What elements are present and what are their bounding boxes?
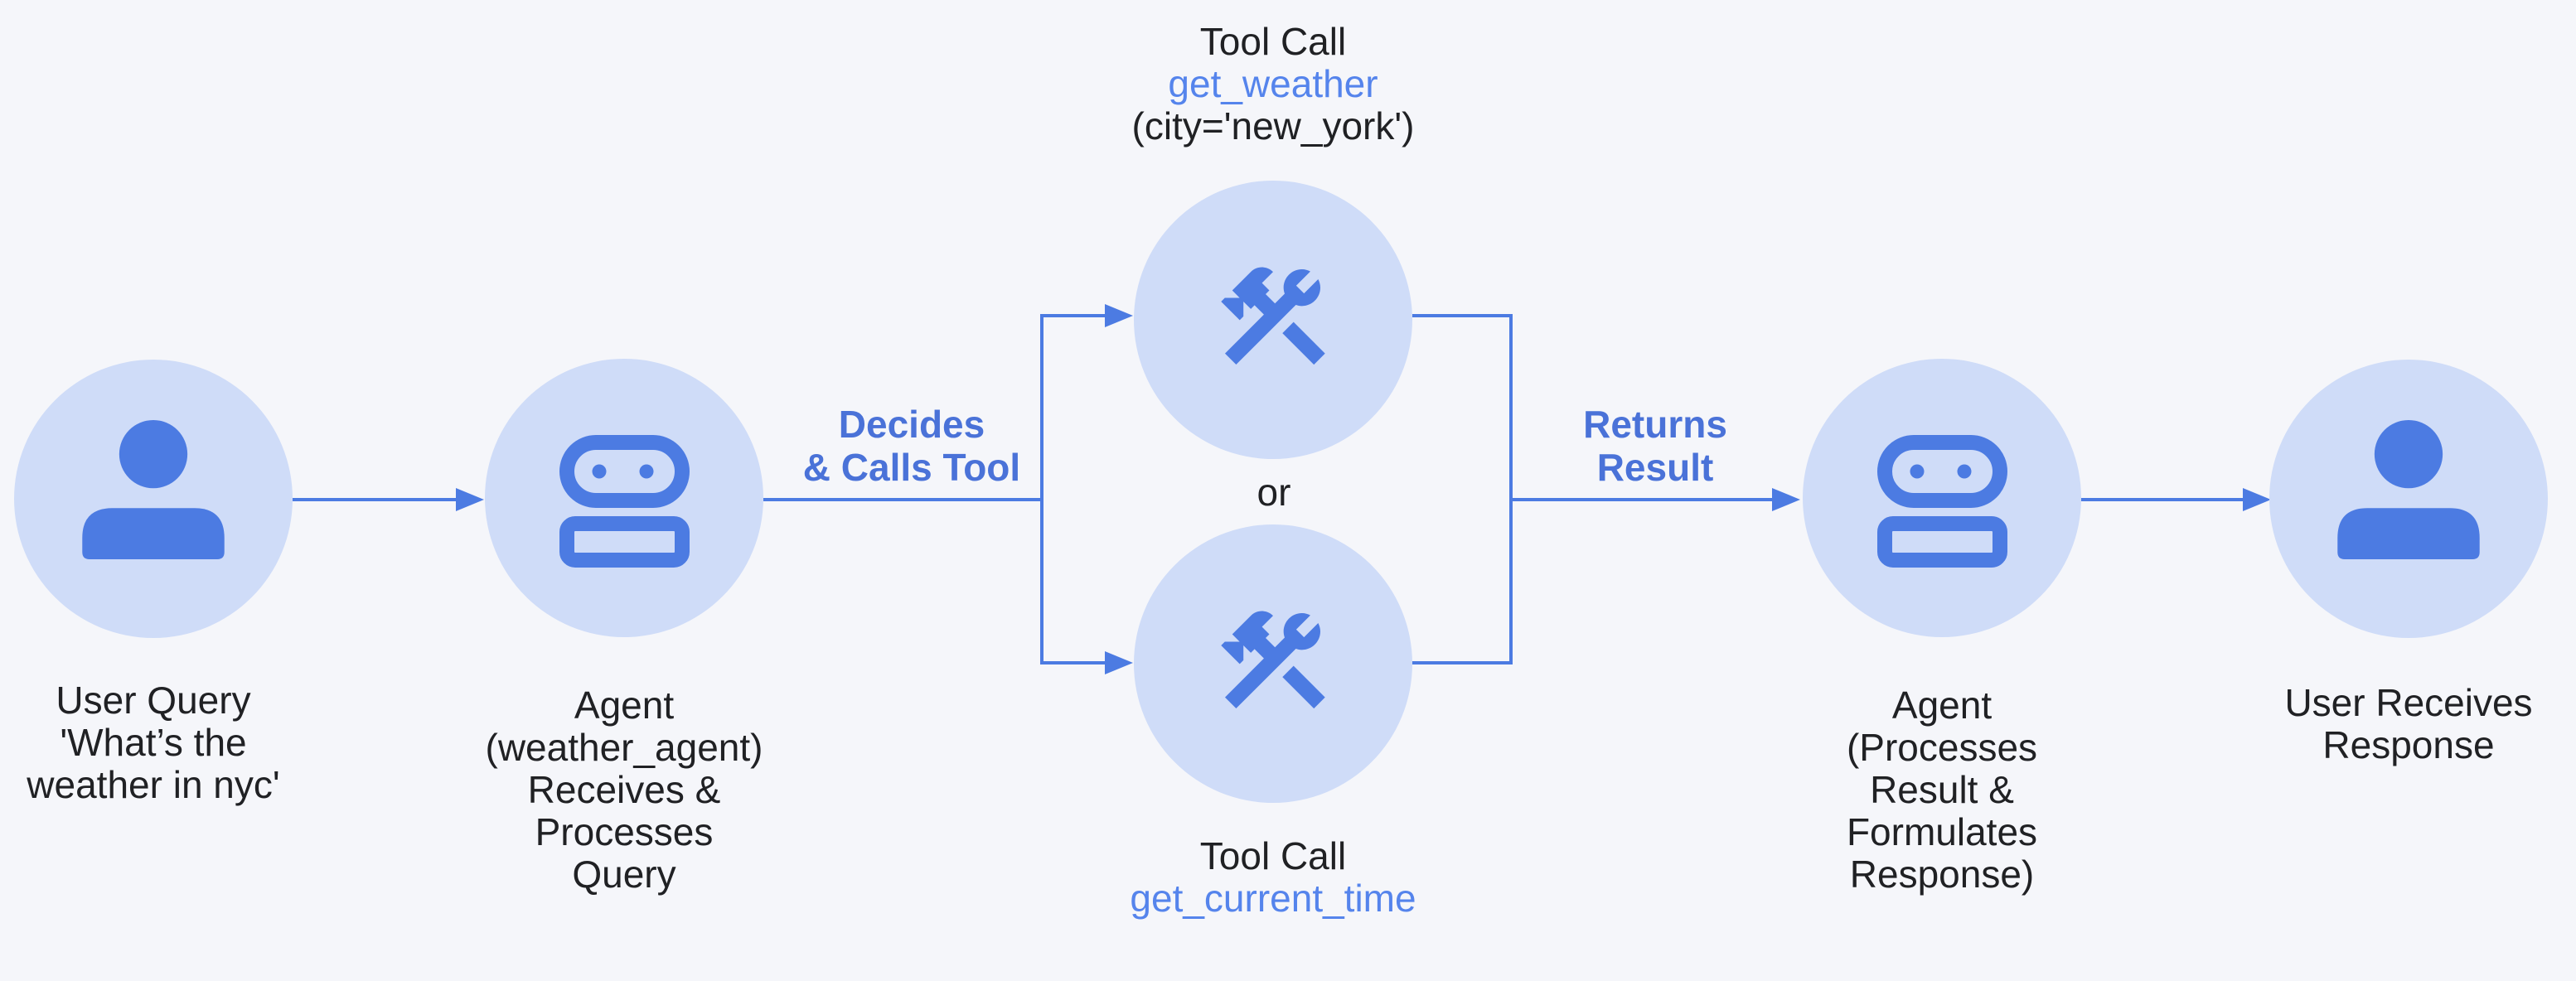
merge-top-line: [1412, 314, 1513, 317]
branch-top-line: [1040, 314, 1105, 317]
tool-call-time-title: Tool Call: [1199, 834, 1347, 877]
user-query-label: User Query 'What’s the weather in nyc': [27, 679, 280, 806]
edge-merge-to-agent-arrowhead: [1772, 488, 1800, 511]
node-agent-respond: [1803, 359, 2081, 637]
node-tool-get-current-time: [1134, 524, 1412, 803]
agent-receive-label: Agent (weather_agent) Receives & Process…: [485, 684, 763, 896]
split-vertical-line: [1040, 314, 1043, 664]
tool-call-weather-function: get_weather: [1168, 62, 1378, 105]
merge-vertical-line: [1509, 314, 1513, 664]
returns-result-label: Returns Result: [1583, 403, 1727, 489]
node-user-response: [2269, 360, 2548, 638]
agent-respond-label: Agent (Processes Result & Formulates Res…: [1846, 684, 2038, 896]
node-agent-receive: [485, 359, 763, 637]
node-tool-get-weather: [1134, 181, 1412, 459]
branch-bottom-line: [1040, 661, 1105, 664]
user-response-label: User Receives Response: [2284, 681, 2533, 766]
edge-agent-to-user-arrowhead: [2243, 488, 2271, 511]
or-label: or: [1257, 471, 1291, 514]
robot-icon: [559, 435, 690, 568]
hammer-wrench-construction-icon: [1221, 611, 1325, 709]
tool-call-weather-caption: Tool Call get_weather (city='new_york'): [1041, 21, 1505, 147]
branch-top-arrowhead: [1105, 304, 1133, 327]
edge-user-to-agent-arrowhead: [456, 488, 484, 511]
hammer-wrench-construction-icon: [1221, 267, 1325, 365]
edge-agent-to-user-line: [2081, 498, 2243, 501]
edge-user-to-agent-line: [293, 498, 456, 501]
tool-call-weather-args: (city='new_york'): [1131, 104, 1415, 147]
person-icon: [2337, 420, 2480, 559]
tool-call-time-caption: Tool Call get_current_time: [1041, 835, 1505, 920]
merge-bottom-line: [1412, 661, 1513, 664]
tool-call-time-function: get_current_time: [1130, 877, 1416, 920]
node-user-query: [14, 360, 293, 638]
edge-agent-to-split-line: [763, 498, 1043, 501]
edge-merge-to-agent-line: [1509, 498, 1772, 501]
robot-icon: [1876, 435, 2007, 568]
decides-calls-tool-label: Decides & Calls Tool: [802, 403, 1021, 489]
tool-call-weather-title: Tool Call: [1199, 20, 1347, 63]
person-icon: [82, 420, 225, 559]
branch-bottom-arrowhead: [1105, 651, 1133, 674]
